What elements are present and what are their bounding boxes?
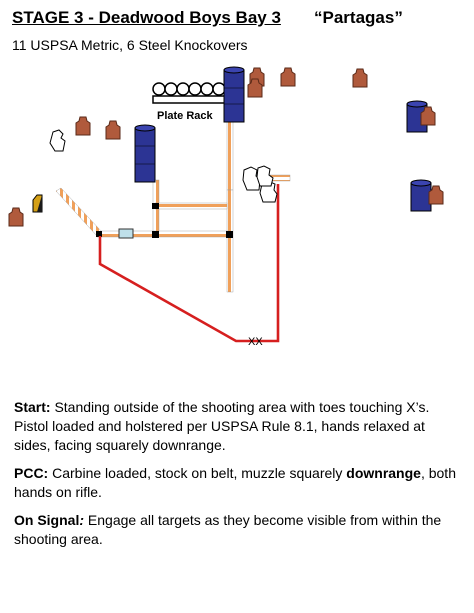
signal-text: Engage all targets as they become visibl…	[14, 512, 442, 547]
barrel-left	[134, 124, 156, 183]
wall-top-center	[226, 121, 234, 191]
pcc-paragraph: PCC: Carbine loaded, stock on belt, muzz…	[14, 464, 464, 502]
stage-diagram: Plate Rack XX	[8, 66, 444, 348]
start-text: Standing outside of the shooting area wi…	[14, 399, 430, 453]
fault-line	[98, 184, 280, 343]
stage-title: STAGE 3 - Deadwood Boys Bay 3	[12, 8, 281, 27]
no-shoot-center-3	[256, 165, 274, 187]
metric-target-1	[280, 67, 296, 87]
wall-center-crossbar	[154, 202, 228, 210]
pcc-bold: downrange	[346, 465, 421, 481]
signal-label: On Signal	[14, 512, 80, 528]
start-marks: XX	[248, 336, 263, 348]
pcc-text-1: Carbine loaded, stock on belt, muzzle sq…	[48, 465, 347, 481]
plate-rack-label: Plate Rack	[157, 110, 214, 122]
pcc-label: PCC:	[14, 465, 49, 481]
plate-6	[212, 82, 226, 96]
wall-joint-2	[152, 231, 159, 238]
plate-rack	[152, 82, 226, 104]
signal-colon: :	[79, 512, 85, 528]
wall-port-horizontal	[96, 230, 232, 238]
wall-center-vertical	[226, 189, 234, 293]
plate-2	[164, 82, 178, 96]
stage-header: STAGE 3 - Deadwood Boys Bay 3 “Partagas”	[12, 8, 464, 32]
metric-target-4	[420, 106, 436, 126]
plate-5	[200, 82, 214, 96]
walls	[55, 121, 291, 293]
no-shoot-left	[49, 129, 66, 152]
plate-3	[176, 82, 190, 96]
metric-target-6	[75, 116, 91, 136]
window-port	[118, 228, 134, 239]
plate-4	[188, 82, 202, 96]
wall-joint-3	[152, 203, 159, 209]
wall-angled-left	[55, 187, 103, 237]
plate-1	[152, 82, 166, 96]
stage-name: “Partagas”	[314, 8, 403, 27]
metric-target-2	[352, 68, 368, 88]
stage-subtitle: 11 USPSA Metric, 6 Steel Knockovers	[12, 37, 248, 53]
metric-target-10	[247, 78, 263, 98]
barrel-right-lower	[410, 179, 432, 212]
metric-target-5	[428, 185, 444, 205]
pcc-text-2: , both hands on rifle.	[14, 465, 456, 500]
start-paragraph: Start: Standing outside of the shooting …	[14, 398, 464, 455]
signal-paragraph: On Signal: Engage all targets as they be…	[14, 511, 464, 549]
metric-target-9	[8, 207, 24, 227]
stage-instructions: Start: Standing outside of the shooting …	[14, 398, 464, 558]
wall-joint-1	[226, 231, 233, 238]
steel-knockover-left	[32, 194, 43, 213]
wall-joint-4	[96, 231, 102, 237]
start-label: Start:	[14, 399, 51, 415]
barrel-top-center	[223, 66, 245, 123]
metric-target-7	[105, 120, 121, 140]
